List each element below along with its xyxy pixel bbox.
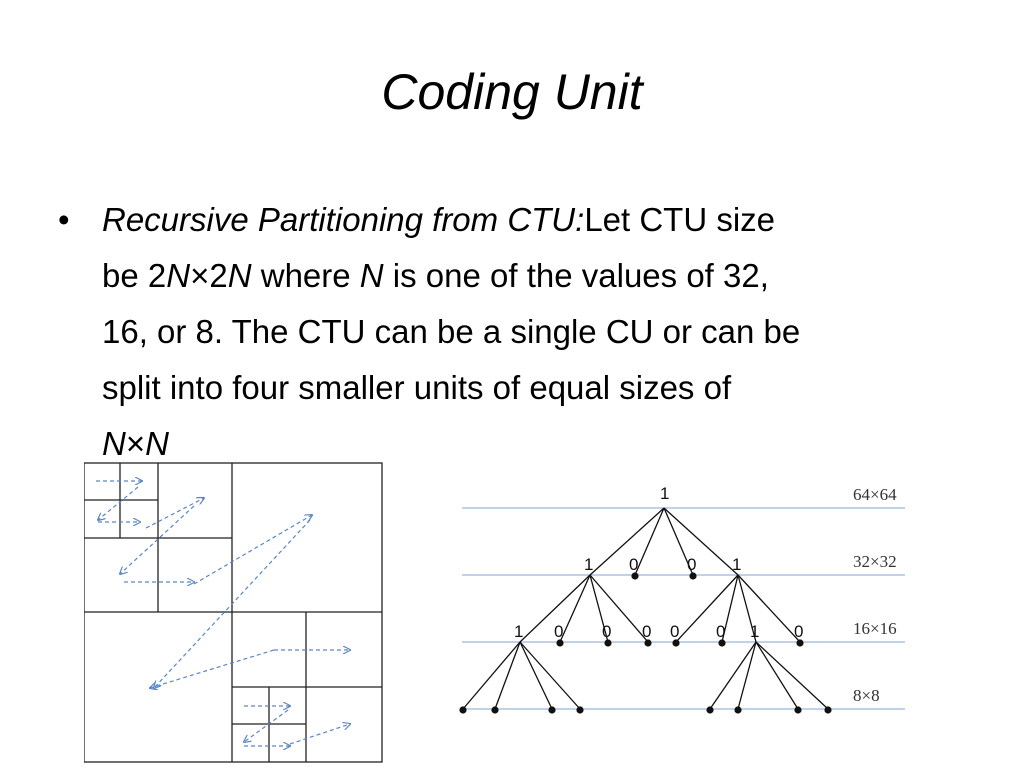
times-sign: × [125, 425, 146, 462]
tree-leaf-node [689, 572, 697, 580]
tree-edge [519, 641, 553, 710]
bullet-line2-rest: is one of the values of 32, [383, 257, 769, 294]
tree-edge [634, 507, 665, 576]
tree-edge [721, 574, 739, 643]
level-size-label: 16×16 [853, 619, 897, 638]
tree-leaf-node [718, 639, 726, 647]
tree-leaf-node [631, 572, 639, 580]
tree-node-label: 0 [670, 622, 679, 641]
tree-edge [494, 641, 521, 710]
text-two: 2 [209, 257, 228, 294]
tree-edge [589, 574, 649, 643]
tree-node-label: 0 [642, 622, 651, 641]
tree-leaf-node [576, 706, 584, 714]
tree-edge [559, 574, 591, 643]
level-size-label: 8×8 [853, 686, 880, 705]
var-n: N [145, 425, 169, 462]
bullet-line-3: 16, or 8. The CTU can be a single CU or … [102, 313, 801, 350]
tree-leaf-node [459, 706, 467, 714]
tree-leaf-node [491, 706, 499, 714]
tree-leaf-node [706, 706, 714, 714]
level-size-label: 32×32 [853, 552, 897, 571]
tree-leaf-node [824, 706, 832, 714]
var-n: N [227, 257, 252, 294]
bullet-line-2: be 2N×2N where N is one of the values of… [102, 248, 962, 304]
bullet-line-5: N×N [102, 416, 962, 472]
tree-node-label: 1 [750, 622, 759, 641]
var-n: N [166, 257, 191, 294]
tree-edge [675, 574, 739, 643]
text-where: where [251, 257, 360, 294]
bullet-line1-rest: Let CTU size [584, 201, 776, 238]
tree-node-label: 0 [794, 622, 803, 641]
tree-leaf-node [794, 706, 802, 714]
tree-node-label: 0 [602, 622, 611, 641]
tree-leaf-node [672, 639, 680, 647]
tree-edge [737, 641, 757, 710]
tree-edge [755, 641, 799, 710]
tree-leaf-node [548, 706, 556, 714]
var-n: N [359, 257, 384, 294]
tree-edge [462, 641, 521, 710]
tree-leaf-node [604, 639, 612, 647]
partition-grid [84, 462, 383, 763]
ctu-partition-figure [84, 462, 383, 763]
tree-edge [737, 574, 757, 643]
tree-node-label: 1 [660, 484, 669, 503]
tree-leaf-node [796, 639, 804, 647]
tree-node-label: 1 [732, 555, 741, 574]
text-be-2: be 2 [102, 257, 167, 294]
tree-edge [519, 574, 591, 643]
bullet-line-1: Recursive Partitioning from CTU:Let CTU … [102, 192, 962, 248]
tree-edge [589, 574, 609, 643]
tree-edge [755, 641, 829, 710]
bullet-lead: Recursive Partitioning from CTU: [102, 201, 585, 238]
tree-edge [519, 641, 581, 710]
tree-leaf-node [734, 706, 742, 714]
tree-node-label: 1 [514, 622, 523, 641]
times-sign: × [190, 257, 210, 294]
tree-edge [709, 641, 757, 710]
tree-edge [663, 507, 694, 576]
tree-node-label: 0 [554, 622, 563, 641]
bullet-line-4: split into four smaller units of equal s… [102, 369, 732, 406]
slide-title: Coding Unit [381, 64, 643, 120]
tree-edge [589, 507, 665, 576]
tree-edge [663, 507, 739, 576]
tree-leaf-node [644, 639, 652, 647]
z-scan-arrows [96, 481, 350, 746]
tree-leaf-node [556, 639, 564, 647]
var-n: N [102, 425, 126, 462]
tree-edge [737, 574, 801, 643]
tree-node-label: 0 [716, 622, 725, 641]
tree-node-label: 1 [584, 555, 593, 574]
tree-node-label: 0 [687, 555, 696, 574]
bullet-dot: • [58, 201, 70, 238]
bullet-text: Recursive Partitioning from CTU:Let CTU … [102, 192, 962, 472]
tree-node-label: 0 [629, 555, 638, 574]
level-size-label: 64×64 [853, 485, 897, 504]
